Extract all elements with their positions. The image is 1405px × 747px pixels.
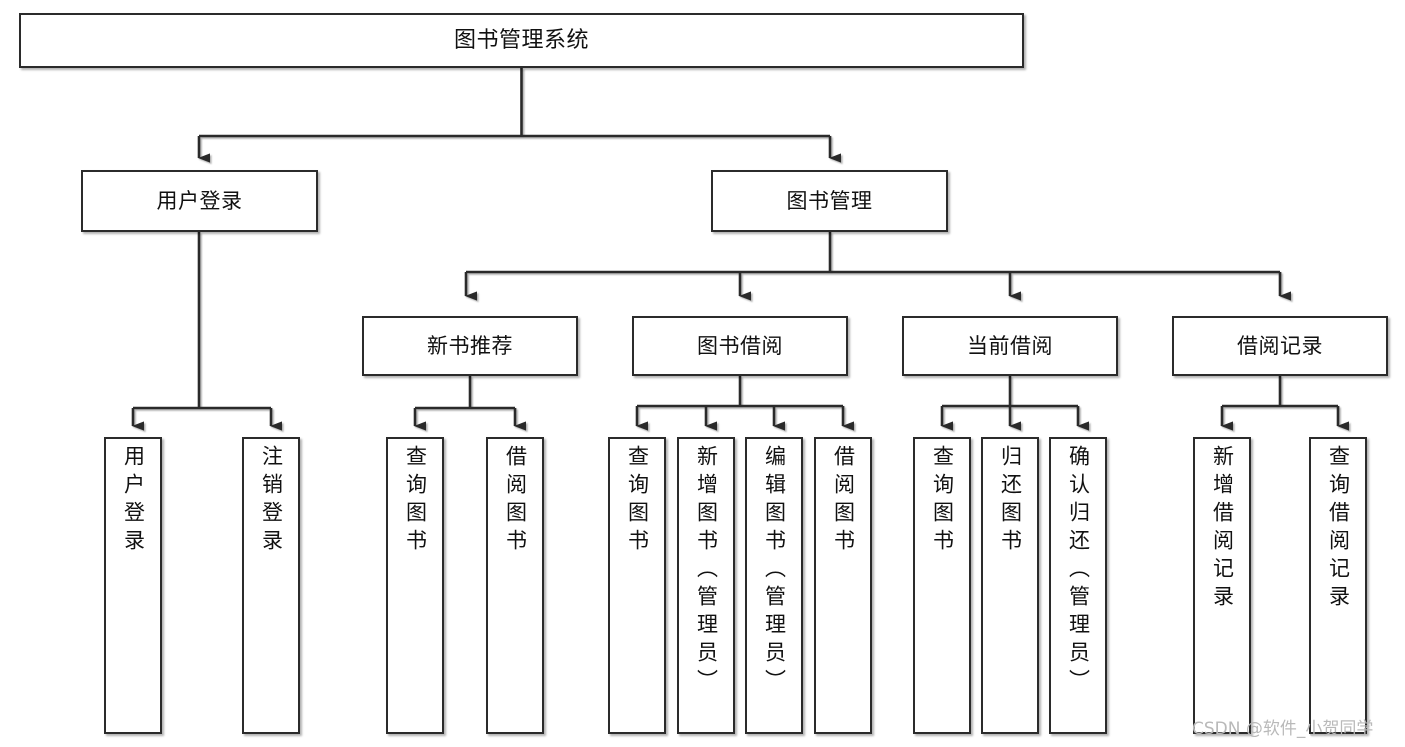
node-leaf-edit-book-admin[interactable]: 编辑图书（管理员） bbox=[745, 437, 803, 734]
node-label: 查询图书 bbox=[930, 445, 955, 557]
node-label: 借阅图书 bbox=[503, 445, 528, 557]
node-leaf-add-book-admin[interactable]: 新增图书（管理员） bbox=[677, 437, 735, 734]
node-label: 新增图书（管理员） bbox=[694, 445, 719, 697]
node-leaf-query-books-recommend[interactable]: 查询图书 bbox=[386, 437, 444, 734]
node-label: 借阅记录 bbox=[1237, 333, 1323, 358]
connector-group-book-mgmt bbox=[464, 232, 1291, 301]
node-label: 查询借阅记录 bbox=[1326, 445, 1351, 613]
node-leaf-add-borrow-record[interactable]: 新增借阅记录 bbox=[1193, 437, 1251, 734]
connector-group-records bbox=[1220, 376, 1349, 431]
connector-group-borrow bbox=[635, 376, 854, 431]
node-leaf-return-books[interactable]: 归还图书 bbox=[981, 437, 1039, 734]
node-label: 确认归还（管理员） bbox=[1066, 445, 1091, 697]
node-label: 当前借阅 bbox=[967, 333, 1053, 358]
connector-group-current-borrow bbox=[940, 376, 1089, 431]
node-book-borrow[interactable]: 图书借阅 bbox=[632, 316, 848, 376]
node-root-system[interactable]: 图书管理系统 bbox=[19, 13, 1024, 68]
node-label: 查询图书 bbox=[403, 445, 428, 557]
node-label: 用户登录 bbox=[121, 445, 146, 557]
node-leaf-query-books-borrow[interactable]: 查询图书 bbox=[608, 437, 666, 734]
connector-group-root bbox=[197, 68, 841, 163]
connector-group-user-login bbox=[131, 232, 282, 431]
node-leaf-confirm-return-admin[interactable]: 确认归还（管理员） bbox=[1049, 437, 1107, 734]
node-label: 编辑图书（管理员） bbox=[762, 445, 787, 697]
node-leaf-logout[interactable]: 注销登录 bbox=[242, 437, 300, 734]
node-borrow-records[interactable]: 借阅记录 bbox=[1172, 316, 1388, 376]
node-label: 归还图书 bbox=[998, 445, 1023, 557]
node-leaf-query-books-current[interactable]: 查询图书 bbox=[913, 437, 971, 734]
node-label: 图书管理系统 bbox=[453, 27, 589, 53]
node-label: 注销登录 bbox=[259, 445, 284, 557]
node-label: 图书管理 bbox=[786, 188, 873, 213]
node-label: 图书借阅 bbox=[697, 333, 783, 358]
node-label: 查询图书 bbox=[625, 445, 650, 557]
node-book-management[interactable]: 图书管理 bbox=[711, 170, 948, 232]
connector-group-new-books bbox=[413, 376, 526, 431]
node-label: 新书推荐 bbox=[427, 333, 513, 358]
node-leaf-borrow-books[interactable]: 借阅图书 bbox=[814, 437, 872, 734]
node-leaf-user-login[interactable]: 用户登录 bbox=[104, 437, 162, 734]
node-label: 用户登录 bbox=[156, 188, 243, 213]
node-label: 新增借阅记录 bbox=[1210, 445, 1235, 613]
node-leaf-borrow-books-recommend[interactable]: 借阅图书 bbox=[486, 437, 544, 734]
node-user-login[interactable]: 用户登录 bbox=[81, 170, 318, 232]
node-label: 借阅图书 bbox=[831, 445, 856, 557]
node-current-borrow[interactable]: 当前借阅 bbox=[902, 316, 1118, 376]
node-new-book-recommend[interactable]: 新书推荐 bbox=[362, 316, 578, 376]
node-leaf-query-borrow-record[interactable]: 查询借阅记录 bbox=[1309, 437, 1367, 734]
